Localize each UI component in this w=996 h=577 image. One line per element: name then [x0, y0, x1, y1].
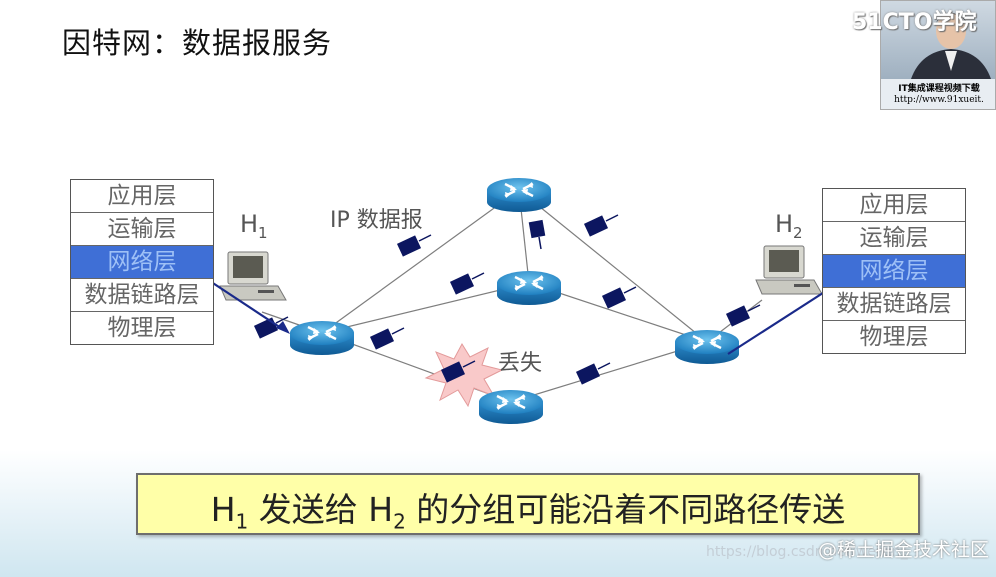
packet-icon — [725, 304, 761, 328]
arrow-head-h1 — [276, 321, 290, 334]
router-right-icon — [673, 328, 741, 366]
host-h2-label: H2 — [775, 210, 803, 242]
presenter-thumbnail: IT集成课程视频下载 http://www.91xueit. — [880, 0, 996, 110]
layer-physical: 物理层 — [107, 315, 177, 341]
thumb-caption: IT集成课程视频下载 — [898, 84, 980, 94]
loss-burst-icon — [424, 342, 504, 408]
lost-label: 丢失 — [498, 351, 543, 376]
presenter-figure — [911, 13, 991, 79]
faint-url-watermark: https://blog.csdn.net/weixin_ — [706, 544, 908, 560]
layer-physical: 物理层 — [859, 324, 929, 350]
source-watermark: @稀土掘金技术社区 — [818, 539, 990, 561]
router-top-icon — [485, 176, 553, 214]
brand-logo: 51CTO学院 — [852, 10, 977, 35]
caption-text: H1 发送给 H2 的分组可能沿着不同路径传送 — [210, 490, 846, 534]
packets — [253, 214, 761, 386]
packet-icon — [583, 214, 619, 238]
layer-application: 应用层 — [823, 189, 965, 222]
host-h1-label: H1 — [240, 210, 268, 242]
presenter-video — [881, 1, 995, 79]
host-h1-computer-icon — [219, 251, 287, 301]
packet-icon — [528, 219, 546, 250]
router-left-icon — [288, 319, 356, 357]
ip-datagram-label: IP 数据报 — [330, 208, 423, 233]
thumb-url: http://www.91xueit. — [894, 95, 984, 105]
caption-box: H1 发送给 H2 的分组可能沿着不同路径传送 — [136, 473, 920, 535]
router-bottom-icon — [477, 388, 545, 426]
layer-network: 网络层 — [823, 255, 965, 288]
layer-transport: 运输层 — [71, 213, 213, 246]
packet-icon — [601, 286, 637, 310]
layer-application: 应用层 — [71, 180, 213, 213]
page-title: 因特网：数据报服务 — [62, 26, 333, 60]
h2-protocol-stack: 应用层 运输层 网络层 数据链路层 物理层 — [822, 188, 966, 354]
layer-datalink: 数据链路层 — [823, 288, 965, 321]
layer-network: 网络层 — [71, 246, 213, 279]
packet-icon — [396, 234, 432, 258]
host-h2-computer-icon — [755, 245, 823, 295]
packet-icon — [369, 327, 405, 351]
router-middle-icon — [495, 269, 563, 307]
layer-transport: 运输层 — [823, 222, 965, 255]
layer-datalink: 数据链路层 — [71, 279, 213, 312]
packet-icon — [449, 272, 485, 296]
h1-protocol-stack: 应用层 运输层 网络层 数据链路层 物理层 — [70, 179, 214, 345]
